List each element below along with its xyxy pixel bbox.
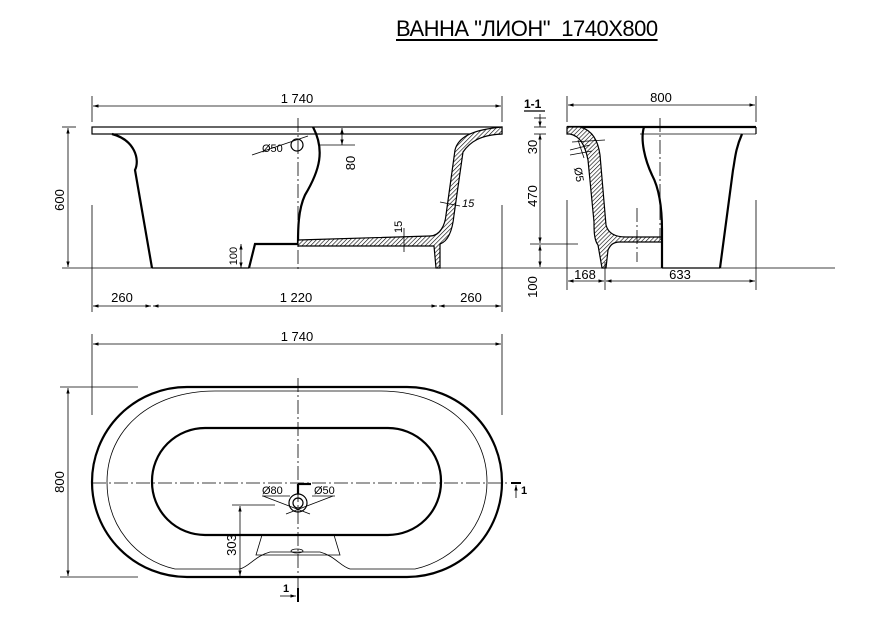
front-overflow-dim: Ø50	[262, 143, 283, 155]
drawing-title: ВАННА "ЛИОН" 1740Х800	[396, 16, 658, 41]
section-marker-bottom: 1	[283, 583, 289, 595]
section-marker-right: 1	[521, 485, 527, 497]
front-base-length-dim: 1 220	[280, 290, 313, 305]
plan-overflow-dim: Ø50	[314, 485, 335, 497]
front-left-offset-dim: 260	[111, 290, 133, 305]
section-label: 1-1	[524, 97, 542, 111]
section-rim-thickness-dim: 30	[525, 140, 540, 154]
plan-view: 1 740 Ø80 Ø50 303 800 1	[52, 329, 527, 602]
section-view: 1-1 800 Ø5 30 470 10	[524, 90, 757, 298]
plan-width-dim: 800	[52, 471, 67, 493]
front-wall-thickness-dim: 15	[462, 198, 475, 210]
front-length-dim: 1 740	[281, 91, 314, 106]
section-right-width-dim: 633	[669, 267, 691, 282]
front-step-height-dim: 100	[228, 247, 240, 265]
section-width-dim: 800	[650, 90, 672, 105]
front-height-dim: 600	[52, 189, 67, 211]
front-bottom-thickness-dim: 15	[393, 221, 405, 233]
front-overflow-offset-dim: 80	[343, 156, 358, 170]
section-rim-detail-dim: Ø5	[571, 166, 585, 183]
section-depth-dim: 470	[525, 185, 540, 207]
front-view: 1 740 Ø50 80 15 15 100 60	[52, 91, 835, 312]
front-right-offset-dim: 260	[460, 290, 482, 305]
plan-drain-offset-dim: 303	[224, 534, 239, 556]
section-base-height-dim: 100	[525, 276, 540, 298]
section-left-offset-dim: 168	[574, 267, 596, 282]
plan-length-dim: 1 740	[281, 329, 314, 344]
plan-drain-dim: Ø80	[262, 485, 283, 497]
